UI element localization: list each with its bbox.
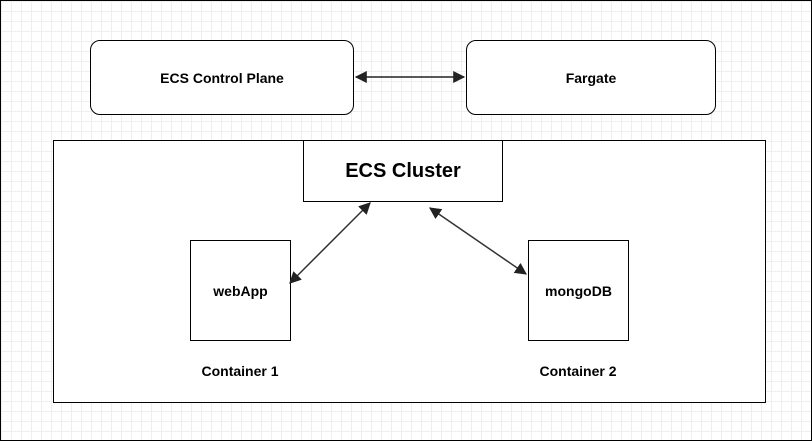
fargate-label: Fargate [565, 69, 617, 86]
mongodb-container-node[interactable]: mongoDB [528, 240, 629, 341]
webapp-container-node[interactable]: webApp [190, 240, 291, 341]
container-2-caption: Container 2 [539, 363, 617, 379]
ecs-control-plane-label: ECS Control Plane [160, 69, 284, 86]
ecs-control-plane-node[interactable]: ECS Control Plane [90, 40, 354, 115]
ecs-cluster-label: ECS Cluster [345, 159, 461, 182]
webapp-label: webApp [213, 282, 268, 299]
mongodb-label: mongoDB [545, 282, 612, 299]
ecs-cluster-node[interactable]: ECS Cluster [303, 140, 503, 202]
fargate-node[interactable]: Fargate [466, 40, 716, 115]
container-1-caption: Container 1 [201, 363, 279, 379]
